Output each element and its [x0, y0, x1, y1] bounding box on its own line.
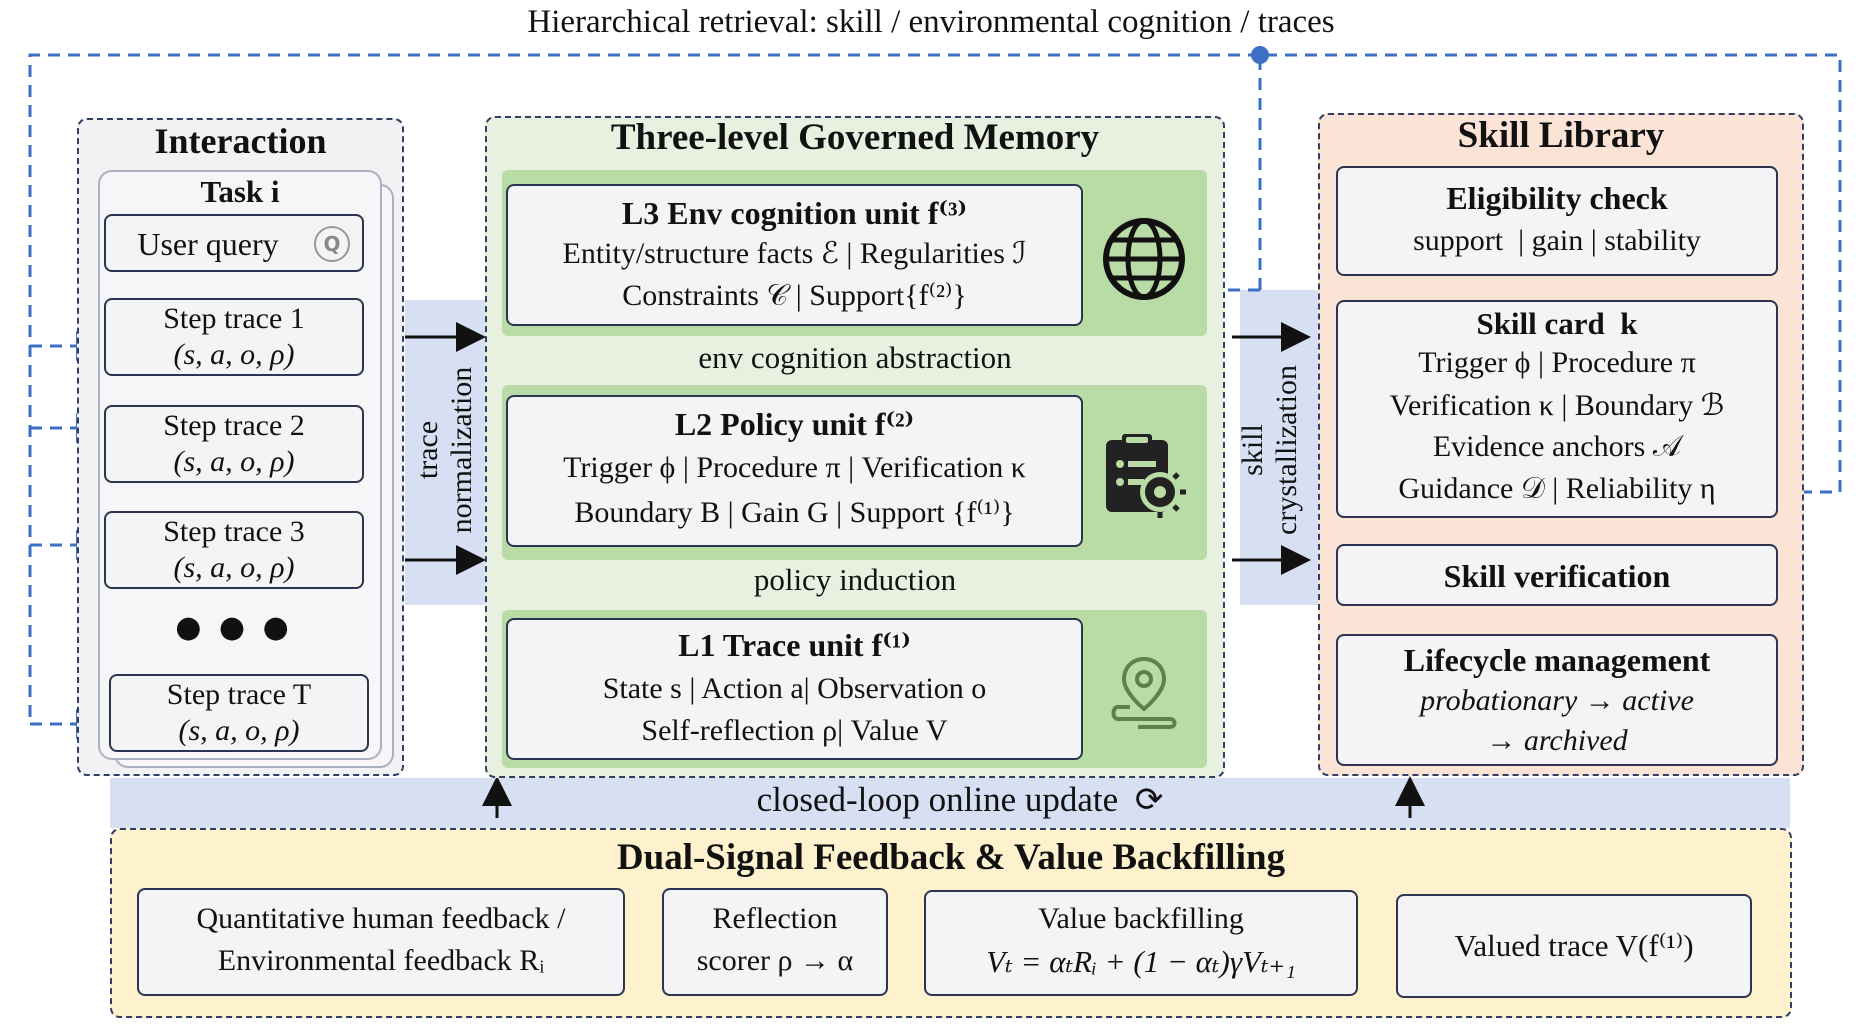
l1-title: L1 Trace unit f⁽¹⁾	[678, 627, 911, 663]
step-trace-2-label: Step trace 2	[163, 409, 305, 442]
skill-library-title: Skill Library	[1457, 115, 1665, 156]
skill-card-box[interactable]: Skill card k Trigger ϕ | Procedure π Ver…	[1336, 300, 1778, 518]
retrieval-loop	[1258, 53, 1842, 494]
step-trace-3[interactable]: Step trace 3 (s, a, o, ρ)	[104, 511, 364, 589]
clipboard-gear-icon	[1098, 430, 1190, 520]
band-skill-crystallization	[1240, 290, 1318, 605]
step-trace-1-label: Step trace 1	[163, 302, 305, 335]
trace-normalization-line2: normalization	[445, 366, 478, 534]
skill-card-line-3: Evidence anchors 𝒜	[1432, 430, 1682, 463]
trace-normalization-label: trace normalization	[411, 300, 478, 600]
step-trace-1-tuple: (s, a, o, ρ)	[173, 338, 295, 371]
feedback-box-4-line1: Valued trace V(f⁽¹⁾)	[1454, 928, 1694, 963]
l2-title: L2 Policy unit f⁽²⁾	[674, 406, 915, 442]
lifecycle-management-box[interactable]: Lifecycle management probationary → acti…	[1336, 634, 1778, 766]
l1-line1: State s | Action a| Observation o	[602, 672, 987, 705]
search-q-icon: Q	[314, 226, 350, 262]
abstraction-label: env cognition abstraction	[698, 340, 1012, 375]
eligibility-title: Eligibility check	[1446, 180, 1668, 216]
task-label: Task i	[200, 174, 280, 209]
user-query-box[interactable]: User query Q	[104, 214, 364, 272]
lifecycle-line1: probationary → active	[1420, 684, 1694, 717]
memory-title: Three-level Governed Memory	[610, 117, 1100, 158]
ellipsis-dots: ● ● ●	[175, 610, 293, 645]
interaction-title: Interaction	[154, 121, 327, 161]
feedback-box-2-line1: Reflection	[712, 902, 838, 935]
skill-crystallization-line1: skill	[1236, 424, 1269, 476]
reflection-scorer-box[interactable]: Reflection scorer ρ → α	[662, 888, 888, 996]
induction-label: policy induction	[753, 562, 957, 597]
feedback-box-1-line1: Quantitative human feedback /	[196, 902, 566, 935]
valued-trace-box[interactable]: Valued trace V(f⁽¹⁾)	[1396, 894, 1752, 998]
top-caption: Hierarchical retrieval: skill / environm…	[0, 4, 1862, 41]
l1-trace-unit[interactable]: L1 Trace unit f⁽¹⁾ State s | Action a| O…	[506, 618, 1083, 760]
feedback-box-3-line2: Vₜ = αₜRᵢ + (1 − αₜ)γVₜ₊₁	[986, 944, 1296, 979]
retrieval-junction-dot	[1251, 46, 1269, 64]
eligibility-criteria: support | gain | stability	[1413, 224, 1701, 257]
l2-line1: Trigger ϕ | Procedure π | Verification κ	[563, 451, 1026, 484]
step-trace-T-tuple: (s, a, o, ρ)	[178, 714, 300, 747]
skill-crystallization-label: skill crystallization	[1236, 300, 1303, 600]
skill-crystallization-line2: crystallization	[1270, 365, 1303, 535]
l3-line1: Entity/structure facts ℰ | Regularities …	[562, 237, 1027, 270]
skill-card-line-1: Trigger ϕ | Procedure π	[1418, 346, 1696, 379]
feedback-box-1-line2: Environmental feedback Rᵢ	[217, 944, 545, 977]
eligibility-check-box[interactable]: Eligibility check support | gain | stabi…	[1336, 166, 1778, 276]
step-trace-2-tuple: (s, a, o, ρ)	[173, 445, 295, 478]
skill-verification-box[interactable]: Skill verification	[1336, 544, 1778, 606]
lifecycle-title: Lifecycle management	[1403, 642, 1711, 678]
step-trace-3-tuple: (s, a, o, ρ)	[173, 551, 295, 584]
l1-line2: Self-reflection ρ| Value V	[641, 714, 948, 747]
refresh-icon: ⟳	[1134, 780, 1164, 820]
lifecycle-line2: → archived	[1486, 724, 1628, 757]
l3-env-cognition-unit[interactable]: L3 Env cognition unit f⁽³⁾ Entity/struct…	[506, 184, 1083, 326]
skill-card-line-2: Verification κ | Boundary ℬ	[1389, 389, 1725, 422]
feedback-box-3-line1: Value backfilling	[1038, 902, 1244, 935]
feedback-box-2-line2: scorer ρ → α	[696, 944, 854, 977]
band-closed-loop	[110, 778, 1790, 828]
user-query-label: User query	[137, 226, 279, 262]
step-trace-2[interactable]: Step trace 2 (s, a, o, ρ)	[104, 405, 364, 483]
l2-policy-unit[interactable]: L2 Policy unit f⁽²⁾ Trigger ϕ | Procedur…	[506, 395, 1083, 547]
location-pin-icon	[1108, 655, 1180, 729]
l2-line2: Boundary B | Gain G | Support {f⁽¹⁾}	[574, 496, 1015, 529]
feedback-title: Dual-Signal Feedback & Value Backfilling	[616, 837, 1286, 878]
step-trace-1[interactable]: Step trace 1 (s, a, o, ρ)	[104, 298, 364, 376]
skill-card-title: Skill card k	[1476, 306, 1638, 341]
globe-icon	[1100, 215, 1188, 303]
band-trace-normalization	[405, 300, 485, 605]
human-env-feedback-box[interactable]: Quantitative human feedback / Environmen…	[137, 888, 625, 996]
skill-card-line-4: Guidance 𝒟 | Reliability η	[1398, 472, 1716, 505]
value-backfilling-box[interactable]: Value backfilling Vₜ = αₜRᵢ + (1 − αₜ)γV…	[924, 890, 1358, 996]
step-trace-T-label: Step trace T	[166, 678, 312, 711]
step-trace-T[interactable]: Step trace T (s, a, o, ρ)	[109, 674, 369, 752]
trace-normalization-line1: trace	[411, 420, 444, 480]
closed-loop-label: closed-loop online update ⟳	[520, 780, 1400, 820]
l3-title: L3 Env cognition unit f⁽³⁾	[621, 195, 968, 231]
closed-loop-text: closed-loop online update	[756, 780, 1119, 819]
step-trace-3-label: Step trace 3	[163, 515, 305, 548]
skill-verification-label: Skill verification	[1443, 558, 1671, 594]
l3-line2: Constraints 𝒞 | Support{f⁽²⁾}	[622, 279, 967, 312]
